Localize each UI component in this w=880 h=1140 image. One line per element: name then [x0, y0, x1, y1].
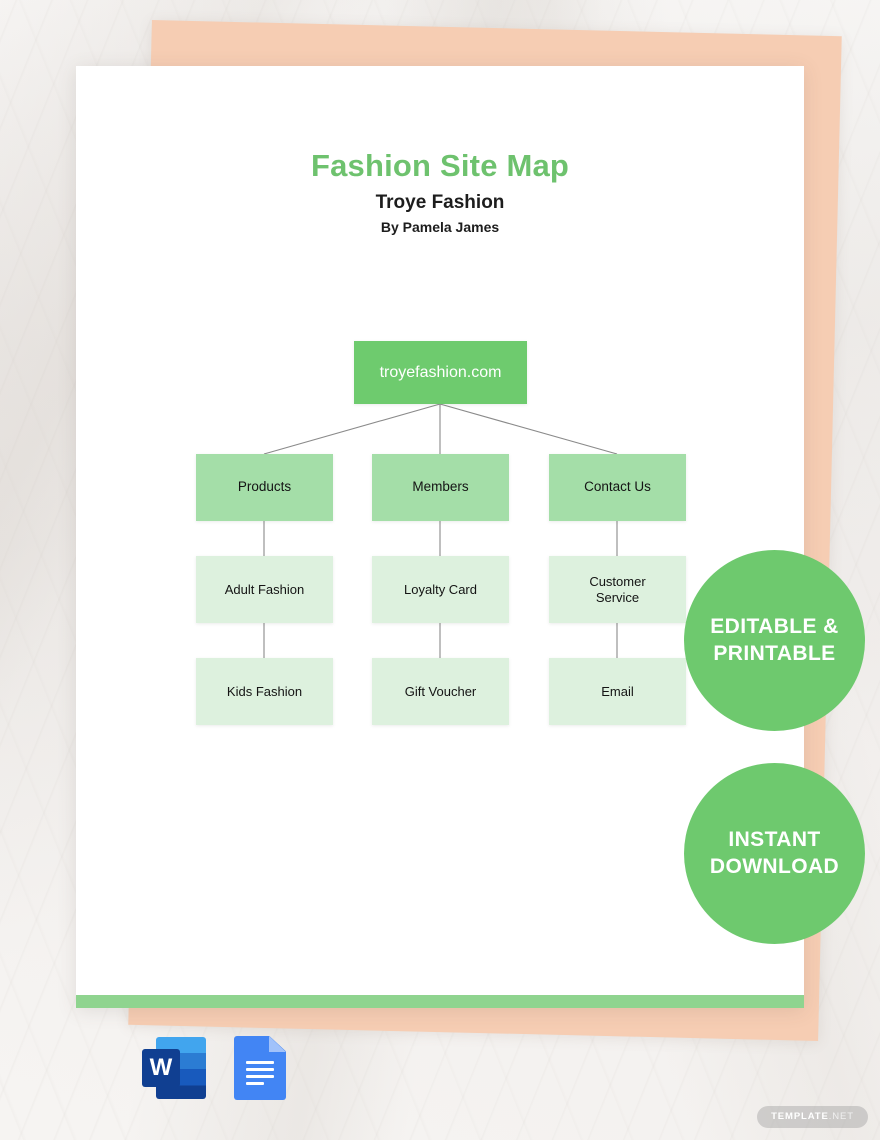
sitemap-node-loyalty-card[interactable]: Loyalty Card: [372, 556, 509, 623]
watermark-name: TEMPLATE: [771, 1111, 829, 1122]
sitemap-node-contact-us-label: Contact Us: [584, 479, 651, 495]
document-subtitle: Troye Fashion: [375, 191, 505, 213]
google-docs-icon[interactable]: [234, 1036, 286, 1100]
sitemap-node-kids-fashion-label: Kids Fashion: [226, 683, 303, 699]
sitemap-node-contact-us[interactable]: Contact Us: [549, 454, 686, 521]
sitemap-node-products[interactable]: Products: [196, 454, 333, 521]
sitemap-node-customer-service-label: Customer Service: [589, 573, 646, 605]
badge-editable-printable-line1: EDITABLE &: [710, 614, 839, 638]
sitemap-node-adult-fashion[interactable]: Adult Fashion: [196, 556, 333, 623]
sitemap-node-kids-fashion[interactable]: Kids Fashion: [196, 658, 333, 725]
sitemap-node-members-label: Members: [412, 479, 469, 495]
badge-instant-download-line2: DOWNLOAD: [709, 854, 840, 878]
badge-instant-download-line1: INSTANT: [728, 827, 821, 851]
sitemap-node-root-label: troyefashion.com: [379, 363, 502, 381]
badge-instant-download-text: INSTANT DOWNLOAD: [710, 827, 839, 881]
file-format-icons: W: [142, 1036, 286, 1100]
sitemap-node-gift-voucher[interactable]: Gift Voucher: [372, 658, 509, 725]
sitemap-node-products-label: Products: [237, 479, 292, 495]
badge-instant-download[interactable]: INSTANT DOWNLOAD: [684, 763, 865, 944]
document-page: Fashion Site Map Troye Fashion By Pamela…: [76, 66, 804, 1008]
sitemap-node-gift-voucher-label: Gift Voucher: [404, 683, 477, 699]
sitemap-node-adult-fashion-label: Adult Fashion: [224, 581, 305, 597]
badge-editable-printable-line2: PRINTABLE: [713, 641, 836, 665]
sitemap-node-customer-service[interactable]: Customer Service: [549, 556, 686, 623]
page-footer-bar: [76, 995, 804, 1008]
sitemap-node-members[interactable]: Members: [372, 454, 509, 521]
badge-editable-printable[interactable]: EDITABLE & PRINTABLE: [684, 550, 865, 731]
sitemap-diagram: troyefashion.com Products Adult Fashion …: [76, 66, 804, 1008]
word-icon-glyph: W: [142, 1049, 180, 1087]
template-net-watermark: TEMPLATE.NET: [757, 1106, 868, 1128]
document-header: Fashion Site Map Troye Fashion By Pamela…: [76, 148, 804, 236]
page-title: Fashion Site Map: [310, 148, 570, 183]
google-docs-icon-lines: [246, 1061, 274, 1089]
sitemap-node-email-label: Email: [601, 683, 634, 699]
sitemap-node-email[interactable]: Email: [549, 658, 686, 725]
sitemap-node-loyalty-card-label: Loyalty Card: [404, 581, 477, 597]
watermark-suffix: .NET: [828, 1111, 854, 1122]
sitemap-node-root[interactable]: troyefashion.com: [354, 341, 527, 404]
badge-editable-printable-text: EDITABLE & PRINTABLE: [710, 614, 838, 668]
document-byline: By Pamela James: [380, 219, 500, 236]
microsoft-word-icon[interactable]: W: [142, 1036, 206, 1100]
